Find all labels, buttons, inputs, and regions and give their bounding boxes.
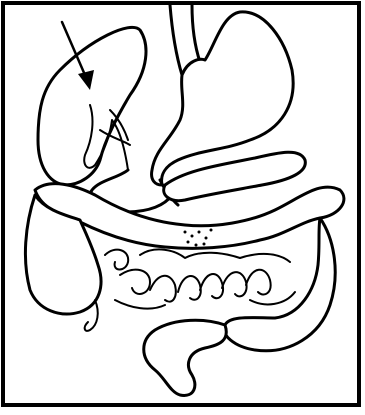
small-intestine [105,249,295,308]
pancreas [164,152,306,200]
rectum [144,320,227,395]
liver [38,27,146,185]
